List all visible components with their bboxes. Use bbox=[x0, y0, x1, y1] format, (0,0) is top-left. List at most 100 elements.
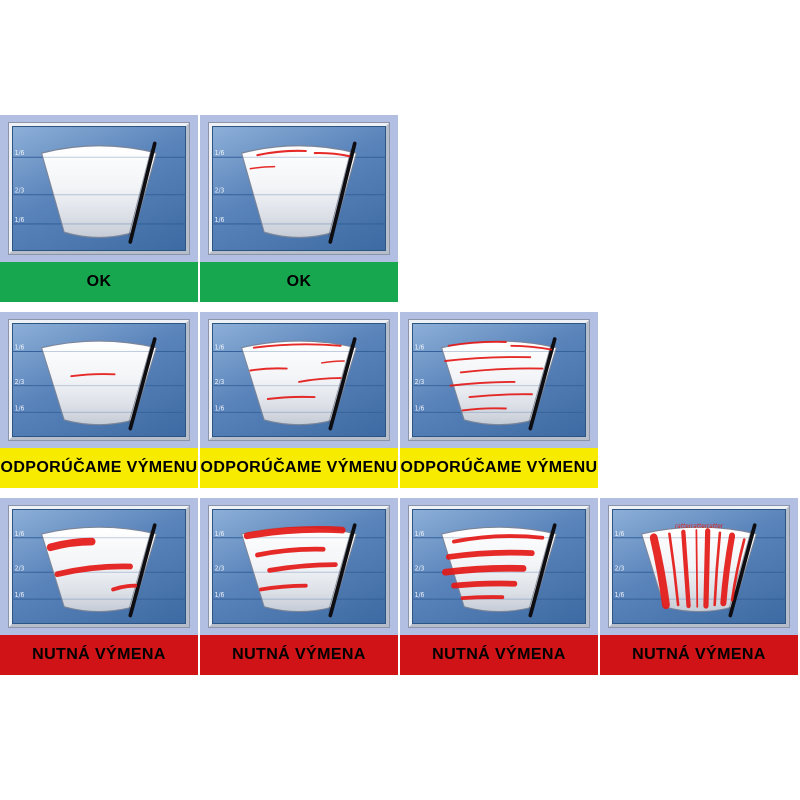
status-label-replace-required: NUTNÁ VÝMENA bbox=[200, 635, 398, 675]
blade-shadow bbox=[328, 148, 352, 237]
wear-streak bbox=[510, 344, 553, 351]
wear-streak bbox=[713, 531, 722, 607]
wear-streak bbox=[46, 537, 96, 552]
guide-lines-over-fan bbox=[641, 537, 757, 600]
wear-streak bbox=[460, 595, 505, 601]
guide-lines-over-fan bbox=[441, 351, 557, 413]
chatter-annotation: ratterratterratter bbox=[675, 523, 724, 530]
scale-mark-label: 1/6 bbox=[215, 149, 225, 158]
wear-streak bbox=[258, 583, 308, 592]
wear-streak bbox=[459, 367, 544, 374]
fan-top-highlight bbox=[44, 149, 152, 159]
status-label-replace-required: NUTNÁ VÝMENA bbox=[600, 635, 798, 675]
wear-streak bbox=[249, 165, 276, 170]
wear-streak bbox=[267, 562, 338, 573]
wear-streak bbox=[111, 583, 138, 592]
guide-lines-over-fan bbox=[241, 351, 357, 413]
wiper-sweep-graphic: 1/6 2/3 1/6 bbox=[212, 337, 386, 431]
wiper-sweep-graphic: 1/62/31/6 ratterratterratter bbox=[612, 523, 786, 618]
scale-mark-label: 1/6 bbox=[15, 591, 25, 599]
scale-mark-label: 2/3 bbox=[215, 378, 225, 386]
scale-mark-label: 1/6 bbox=[15, 404, 25, 412]
wiper-fan bbox=[40, 340, 158, 426]
scale-mark-label: 2/3 bbox=[215, 564, 225, 572]
scale-mark-label: 1/6 bbox=[615, 591, 625, 599]
blade-shadow bbox=[328, 343, 352, 424]
blade-shadow bbox=[328, 529, 352, 611]
wiper-blade bbox=[128, 337, 157, 431]
scale-mark-label: 1/6 bbox=[415, 530, 425, 538]
wiper-sweep-graphic: 1/62/31/6 bbox=[12, 141, 186, 244]
blade-shadow bbox=[128, 529, 152, 611]
scale-mark-label: 2/3 bbox=[415, 378, 425, 386]
blade-shadow bbox=[128, 148, 152, 237]
scale-mark-label: 1/6 bbox=[215, 404, 225, 412]
wear-streak bbox=[703, 528, 711, 609]
wiper-fan bbox=[240, 145, 358, 239]
scale-mark-label: 1/6 bbox=[215, 215, 225, 224]
guide-lines-over-fan bbox=[41, 351, 157, 413]
scale-mark-label: 1/6 bbox=[15, 215, 25, 224]
wear-streak bbox=[442, 564, 527, 576]
guide-lines-over-fan bbox=[41, 156, 157, 225]
wiper-blade bbox=[528, 337, 557, 431]
wiper-blade bbox=[128, 523, 157, 618]
status-label-ok: OK bbox=[200, 262, 398, 302]
wiper-sweep-graphic: 1/6 2/3 1/6 bbox=[412, 523, 586, 618]
scale-mark-label: 1/6 bbox=[215, 530, 225, 538]
wear-streak bbox=[320, 360, 345, 364]
scale-mark-label: 1/6 bbox=[15, 343, 25, 351]
wear-streak bbox=[449, 380, 516, 387]
scale-mark-label: 1/6 bbox=[215, 343, 225, 351]
wiper-blade bbox=[528, 523, 557, 618]
wiper-sweep-graphic: 1/62/31/6 bbox=[412, 337, 586, 431]
wear-streak bbox=[256, 149, 307, 157]
wiper-sweep-graphic: 1/62/31/6 bbox=[212, 141, 386, 244]
wiper-blade bbox=[328, 523, 357, 618]
guide-lines-over-fan bbox=[241, 156, 357, 225]
scale-mark-label: 1/6 bbox=[415, 591, 425, 599]
wear-streak bbox=[70, 373, 116, 378]
wear-streak bbox=[445, 549, 535, 560]
scale-mark-label: 1/6 bbox=[415, 343, 425, 351]
wear-streak bbox=[298, 377, 342, 383]
wear-streak bbox=[252, 343, 342, 349]
fan-top-highlight bbox=[444, 530, 552, 539]
wear-streak bbox=[249, 367, 288, 372]
status-label-replace-recommended: ODPORÚČAME VÝMENU bbox=[200, 448, 398, 488]
wiper-fan bbox=[40, 145, 158, 239]
wiper-blade bbox=[128, 141, 157, 244]
wear-streak bbox=[447, 340, 507, 347]
wear-streak bbox=[452, 534, 545, 544]
wiper-panel: 1/6 2/3 1/6 bbox=[209, 320, 389, 440]
wear-streak bbox=[266, 395, 316, 400]
wiper-sweep-graphic: 1/62/31/6 bbox=[212, 523, 386, 618]
wear-streak bbox=[730, 538, 746, 602]
wiper-blade bbox=[728, 523, 757, 618]
wear-streak bbox=[649, 533, 670, 610]
scale-mark-label: 1/6 bbox=[15, 149, 25, 158]
fan-top-highlight bbox=[44, 344, 152, 353]
wiper-panel: 1/6 2/3 1/6 bbox=[409, 506, 589, 627]
scale-mark-label: 1/6 bbox=[615, 530, 625, 538]
scale-mark-label: 2/3 bbox=[15, 564, 25, 572]
scale-mark-label: 2/3 bbox=[415, 564, 425, 572]
wiper-blade bbox=[328, 141, 357, 244]
